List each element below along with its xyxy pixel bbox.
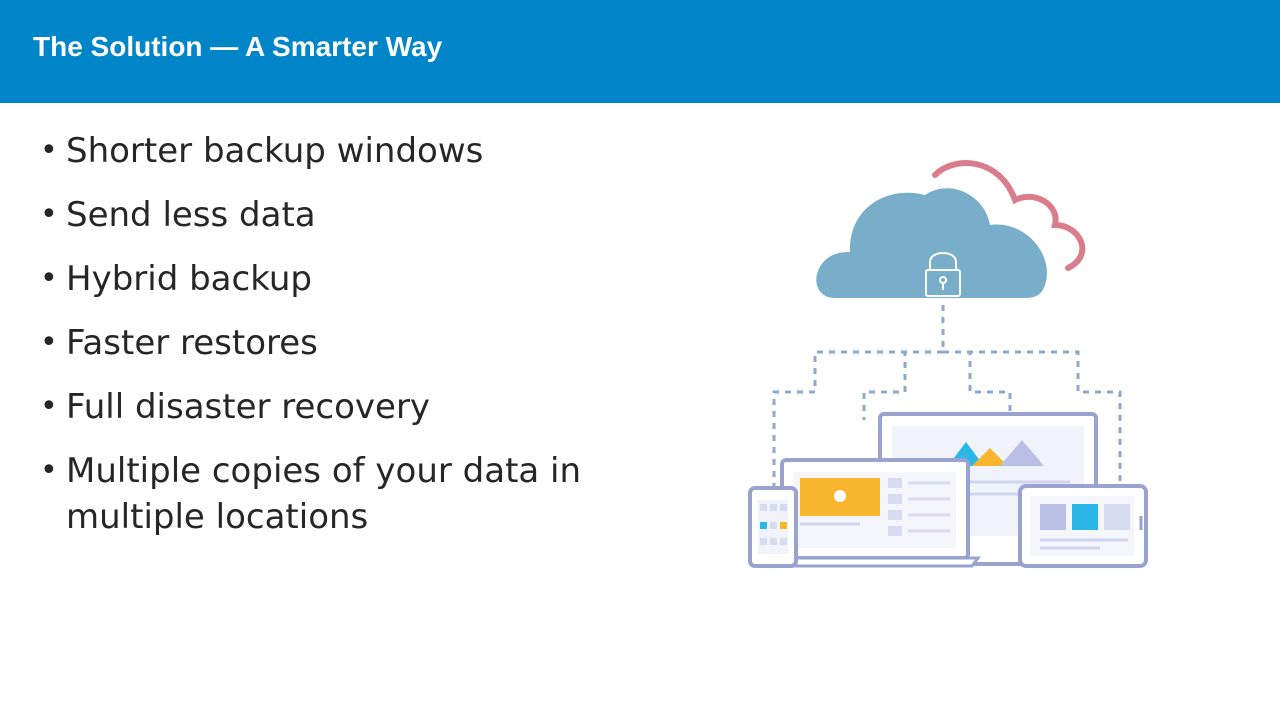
cloud-backup-illustration	[748, 160, 1148, 568]
bullet-text: Send less data	[66, 195, 316, 235]
bullet-item: •Multiple copies of your data in multipl…	[40, 448, 640, 540]
phone-icon	[748, 486, 798, 568]
bullet-text: Multiple copies of your data in multiple…	[66, 451, 582, 537]
cloud-icon	[816, 188, 1047, 298]
slide-title: The Solution — A Smarter Way	[33, 31, 443, 62]
bullet-list: •Shorter backup windows •Send less data …	[40, 128, 640, 558]
laptop-icon	[767, 458, 981, 568]
bullet-marker: •	[40, 133, 58, 168]
padlock-icon	[925, 252, 961, 297]
bullet-text: Faster restores	[66, 323, 318, 363]
tablet-icon	[1018, 484, 1148, 568]
bullet-marker: •	[40, 389, 58, 424]
bullet-marker: •	[40, 325, 58, 360]
bullet-text: Hybrid backup	[66, 259, 312, 299]
bullet-marker: •	[40, 261, 58, 296]
bullet-item: •Hybrid backup	[40, 256, 640, 302]
network-connectors	[772, 305, 1122, 490]
bullet-text: Shorter backup windows	[66, 131, 484, 171]
bullet-item: •Send less data	[40, 192, 640, 238]
bullet-item: •Shorter backup windows	[40, 128, 640, 174]
cloud-outline-icon	[932, 160, 1086, 271]
bullet-item: •Full disaster recovery	[40, 384, 640, 430]
title-bar: The Solution — A Smarter Way	[0, 0, 1280, 103]
bullet-marker: •	[40, 197, 58, 232]
bullet-item: •Faster restores	[40, 320, 640, 366]
bullet-text: Full disaster recovery	[66, 387, 431, 427]
bullet-marker: •	[40, 453, 58, 488]
